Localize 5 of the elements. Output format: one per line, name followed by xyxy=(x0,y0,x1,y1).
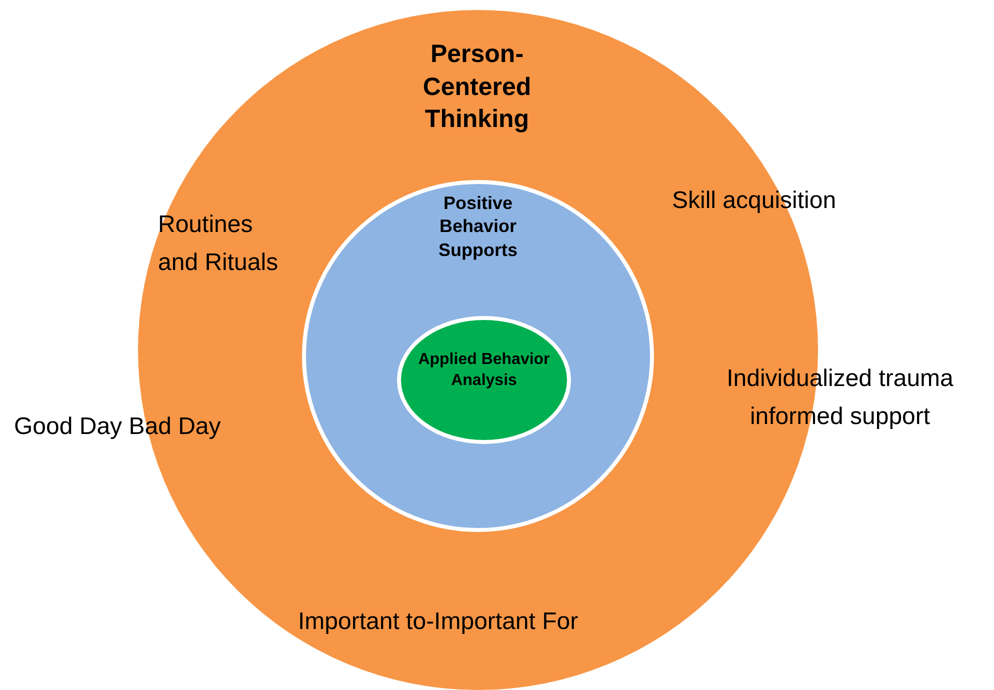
circle-heading: Positive Behavior Supports xyxy=(438,192,518,262)
item-label: Important to-Important For xyxy=(298,607,580,637)
circle-heading: Person-Centered Thinking xyxy=(422,39,532,135)
circle-heading: Applied Behavior Analysis xyxy=(417,350,551,391)
item-label: Routines and Rituals xyxy=(158,210,280,278)
